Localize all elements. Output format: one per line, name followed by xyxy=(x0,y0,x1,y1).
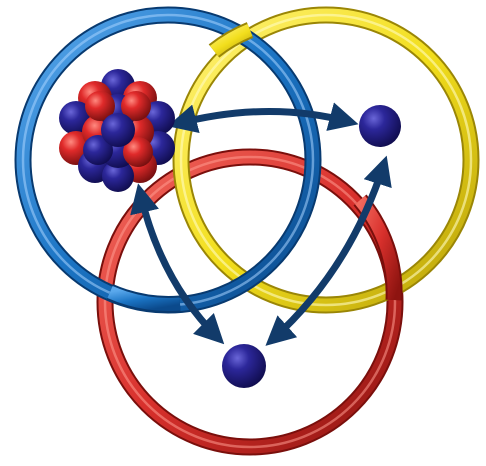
blue-over-red-segment xyxy=(110,292,180,304)
nucleus-cluster-icon xyxy=(59,69,175,192)
particle-top-right-sphere-icon xyxy=(359,105,401,147)
arrow-nucleus-to-top-right xyxy=(176,111,350,124)
arrow-nucleus-to-bottom xyxy=(140,192,218,338)
particle-bottom-sphere-icon xyxy=(222,344,266,388)
